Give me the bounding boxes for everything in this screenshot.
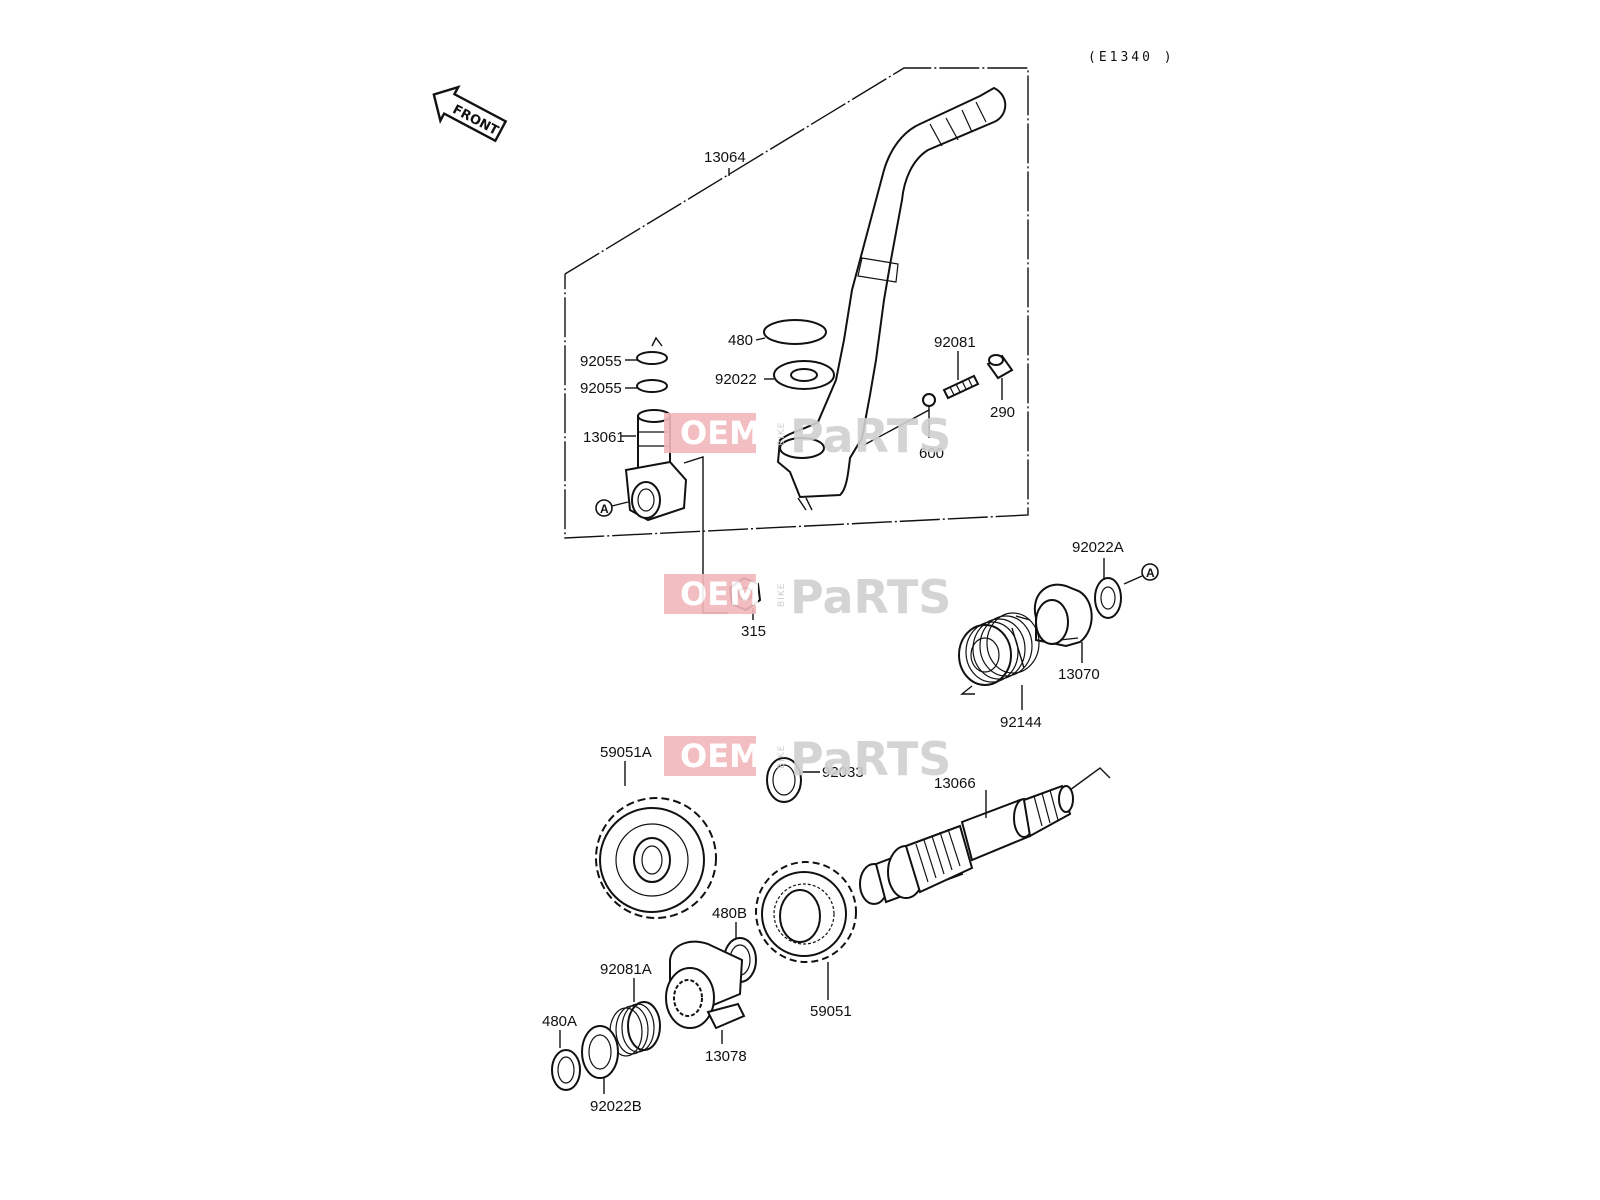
- watermark-2-oem: OEM: [680, 575, 761, 613]
- label-92144: 92144: [1000, 714, 1042, 731]
- kick-pedal-lever: [776, 86, 1007, 511]
- circlip-480: [763, 319, 827, 345]
- watermark-1-parts: PaRTS: [790, 409, 951, 463]
- watermark-2: OEM BIKE PaRTS: [664, 570, 951, 624]
- watermark-1-oem: OEM: [680, 414, 761, 452]
- o-ring-92055-lower: [636, 379, 668, 393]
- watermark-3-bike: BIKE: [777, 745, 787, 769]
- label-480a: 480A: [542, 1013, 577, 1030]
- diagram-reference-code: (E1340 ): [1088, 50, 1175, 65]
- callout-a-left-letter: A: [600, 502, 609, 516]
- label-92055-lower: 92055: [580, 380, 622, 397]
- ratchet-13078: [665, 940, 746, 1030]
- label-480: 480: [728, 332, 753, 349]
- label-13070: 13070: [1058, 666, 1100, 683]
- washer-92022b: [581, 1025, 619, 1079]
- label-480b: 480B: [712, 905, 747, 922]
- callout-a-left: [595, 499, 613, 517]
- label-13064: 13064: [704, 149, 746, 166]
- assembly-boundary-13064: [564, 67, 1029, 539]
- label-13061: 13061: [583, 429, 625, 446]
- watermark-3-parts: PaRTS: [790, 732, 951, 786]
- label-92081: 92081: [934, 334, 976, 351]
- watermark-1-bike: BIKE: [777, 422, 787, 446]
- front-arrow-icon: FRONT: [432, 85, 508, 143]
- watermark-3-oem: OEM: [680, 737, 761, 775]
- callout-a-right-letter: A: [1146, 566, 1155, 580]
- watermark-2-parts: PaRTS: [790, 570, 951, 624]
- label-92081a: 92081A: [600, 961, 652, 978]
- o-ring-92055-upper: [636, 351, 668, 365]
- label-92033: 92033: [822, 764, 864, 781]
- washer-92022: [773, 360, 835, 390]
- gear-59051a: [595, 797, 717, 919]
- label-13078: 13078: [705, 1048, 747, 1065]
- callout-a-right: [1141, 563, 1159, 581]
- label-92022a: 92022A: [1072, 539, 1124, 556]
- label-290: 290: [990, 404, 1015, 421]
- plug-290: [986, 354, 1014, 380]
- label-92055-upper: 92055: [580, 353, 622, 370]
- kick-spring-92144: [958, 612, 1040, 695]
- watermark-1: OEM BIKE PaRTS: [664, 409, 951, 463]
- ball-600: [922, 393, 936, 407]
- label-13066: 13066: [934, 775, 976, 792]
- spring-guide-13070: [1033, 583, 1093, 648]
- spring-92081a: [609, 1001, 661, 1057]
- spring-92081: [942, 374, 980, 400]
- washer-92022a: [1094, 577, 1122, 619]
- label-315: 315: [741, 623, 766, 640]
- gear-59051: [755, 861, 857, 963]
- circlip-92033: [766, 757, 802, 803]
- label-59051: 59051: [810, 1003, 852, 1020]
- label-92022b: 92022B: [590, 1098, 642, 1115]
- label-600: 600: [919, 445, 944, 462]
- kick-shaft-13066: [859, 767, 1111, 905]
- watermark-2-bike: BIKE: [777, 583, 787, 607]
- watermark-3: OEM BIKE PaRTS: [664, 732, 951, 786]
- circlip-480a: [551, 1049, 581, 1091]
- label-59051a: 59051A: [600, 744, 652, 761]
- label-92022: 92022: [715, 371, 757, 388]
